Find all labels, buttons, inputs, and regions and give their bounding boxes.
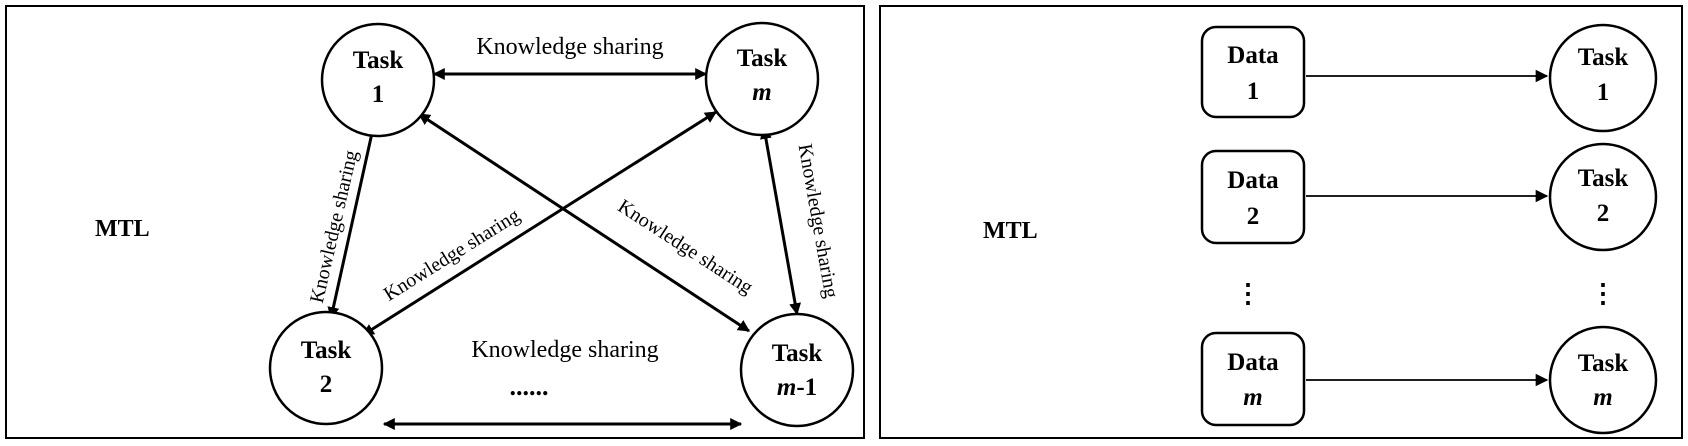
task-m-1-num: m-1 (777, 374, 817, 401)
task-1-word: Task (353, 47, 404, 74)
edge-label-top: Knowledge sharing (476, 34, 663, 60)
node-task-2: Task 2 (268, 310, 384, 426)
left-ellipsis: ...... (510, 372, 549, 401)
right-task-m-word: Task (1578, 350, 1629, 377)
node-data-1: Data 1 (1200, 25, 1306, 119)
task-m-word: Task (737, 45, 788, 72)
data-m-word: Data (1227, 349, 1279, 376)
right-task-2-num: 2 (1597, 200, 1610, 227)
edge-taskm-taskm1 (759, 126, 802, 316)
data-vertical-dots: ⋮ (1235, 279, 1261, 308)
task-m-1-num-italic: m (777, 374, 796, 401)
left-panel: MTL Knowledge sharing Knowledge sharing … (5, 5, 865, 439)
data-1-word: Data (1227, 42, 1279, 69)
right-panel: MTL ⋮ ⋮ Data 1 Data 2 Data m Task 1 (879, 5, 1683, 439)
task-2-word: Task (301, 337, 352, 364)
right-task-1-word: Task (1578, 44, 1629, 71)
left-mtl-label: MTL (95, 216, 150, 242)
task-m-1-word: Task (772, 340, 823, 367)
data-1-num: 1 (1247, 78, 1260, 105)
task-2-num: 2 (320, 371, 333, 398)
node-right-task-2: Task 2 (1548, 142, 1658, 252)
task-m-num: m (752, 79, 771, 106)
data-m-num: m (1243, 384, 1262, 411)
right-task-m-num: m (1593, 384, 1612, 411)
node-right-task-m: Task m (1548, 325, 1658, 435)
data-2-num: 2 (1247, 203, 1260, 230)
edge-taskm-task2 (361, 110, 718, 337)
node-task-1: Task 1 (320, 22, 436, 138)
node-task-m-1: Task m-1 (739, 312, 855, 428)
task-vertical-dots: ⋮ (1590, 279, 1616, 308)
edge-label-bottom: Knowledge sharing (471, 337, 658, 363)
node-right-task-1: Task 1 (1548, 23, 1658, 133)
node-data-2: Data 2 (1200, 149, 1306, 245)
task-m-1-num-rest: -1 (796, 374, 817, 401)
right-mtl-label: MTL (983, 218, 1038, 244)
right-task-2-word: Task (1578, 165, 1629, 192)
data-2-word: Data (1227, 167, 1279, 194)
node-data-m: Data m (1200, 331, 1306, 427)
node-task-m: Task m (704, 21, 820, 137)
right-task-1-num: 1 (1597, 79, 1610, 106)
task-1-num: 1 (372, 81, 385, 108)
